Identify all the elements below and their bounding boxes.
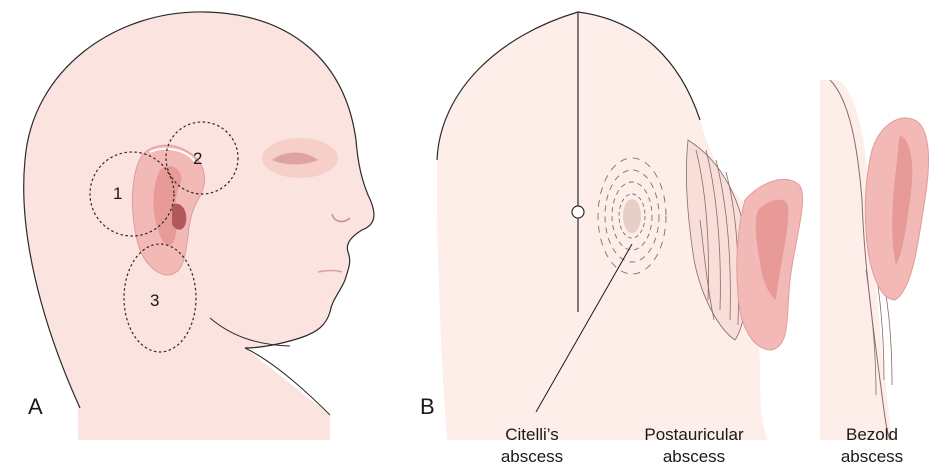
head-a-skin [24,12,374,440]
caption-postauricular-line1: Postauricular [644,425,744,444]
inion-marker [572,206,584,218]
zone-1-label: 1 [113,184,122,203]
caption-bezold-line2: abscess [841,447,903,466]
caption-postauricular-line2: abscess [663,447,725,466]
panel-a: 1 2 3 A [24,12,374,440]
panel-b-letter: B [420,394,435,419]
caption-bezold-line1: Bezold [846,425,898,444]
caption-citelli-line2: abscess [501,447,563,466]
panel-b: B Citelli’s abscess Postauricular absces… [420,12,929,466]
citelli-center [623,199,641,233]
zone-3-label: 3 [150,291,159,310]
caption-citelli-line1: Citelli’s [505,425,559,444]
zone-2-label: 2 [193,149,202,168]
panel-a-letter: A [28,394,43,419]
